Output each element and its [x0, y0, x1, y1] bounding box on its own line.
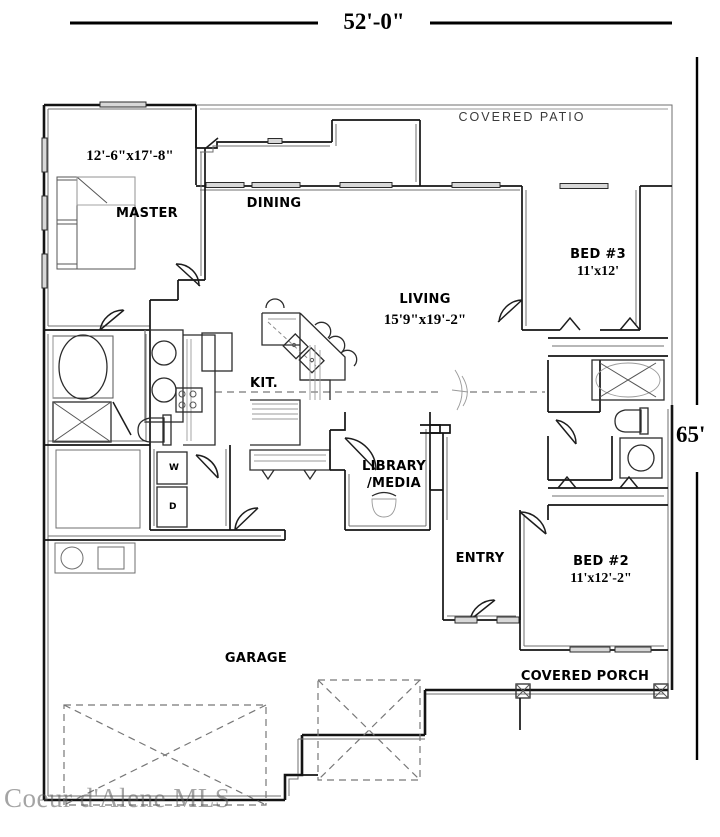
shower-stall-icon: [52, 401, 112, 443]
garage-features: [54, 542, 421, 806]
hall-walls: [43, 445, 286, 541]
library-media-label-line1: LIBRARY: [362, 459, 426, 474]
washer-box: [156, 451, 188, 485]
bar-stools: [265, 298, 358, 367]
porch-post-icon-1: [515, 683, 531, 699]
entry-walls: [429, 424, 521, 624]
master-windows: [41, 101, 147, 289]
toilet-icon: [137, 414, 172, 446]
master-room-label: MASTER: [116, 206, 178, 221]
living-size-label: 15'9"x19'-2": [383, 312, 467, 328]
master-size-label: 12'-6"x17'-8": [86, 148, 174, 164]
dryer-box: [156, 486, 188, 528]
bathtub-icon: [52, 334, 114, 400]
garage-label: GARAGE: [224, 651, 288, 666]
laundry-closet: [149, 445, 231, 531]
covered-porch-label: COVERED PORCH: [520, 669, 650, 684]
porch-post-icon-2: [653, 683, 669, 699]
bed3-size-label: 11'x12': [576, 264, 620, 279]
master-bed-icon: [56, 176, 136, 270]
garage-door-opening-icon-2: [317, 679, 421, 781]
bed3-walls: [497, 183, 672, 357]
dining-room-label: DINING: [246, 196, 302, 211]
entry-label: ENTRY: [455, 551, 505, 566]
hall-bath: [547, 359, 668, 506]
overall-depth-label: 65': [676, 422, 706, 447]
bathtub-icon-2: [591, 359, 665, 401]
bed2-size-label: 11'x12'-2": [570, 571, 632, 586]
living-room-walls: [344, 369, 469, 425]
bed2-walls: [519, 505, 668, 653]
toilet-icon-2: [614, 407, 649, 435]
covered-patio-label: COVERED PATIO: [458, 110, 586, 124]
double-sink-icon: [282, 333, 325, 374]
master-bedroom-walls: [44, 105, 206, 331]
porch-posts: [515, 683, 669, 730]
kitchen-label: KIT.: [250, 376, 278, 391]
dryer-label: D: [169, 502, 177, 512]
utility-sink-icon: [60, 546, 84, 570]
living-room-label: LIVING: [399, 292, 451, 307]
armchair-icon: [371, 491, 397, 518]
bed2-room-label: BED #2: [573, 554, 629, 569]
dining-bay-walls: [196, 119, 421, 186]
garage-door-opening-icon-1: [63, 704, 267, 806]
library-media-label-line2: /MEDIA: [366, 476, 422, 491]
master-bath: [43, 309, 184, 446]
vanity-basin-icon: [144, 329, 184, 423]
vanity-basin-icon-2: [619, 437, 663, 479]
bed3-room-label: BED #3: [570, 247, 626, 262]
covered-patio-outline: [196, 104, 673, 405]
range-cooktop-icon: [175, 332, 233, 446]
mls-watermark: Coeur d'Alene MLS: [4, 783, 231, 813]
washer-label: W: [169, 463, 179, 473]
overall-width-label: 52'-0": [343, 9, 405, 34]
